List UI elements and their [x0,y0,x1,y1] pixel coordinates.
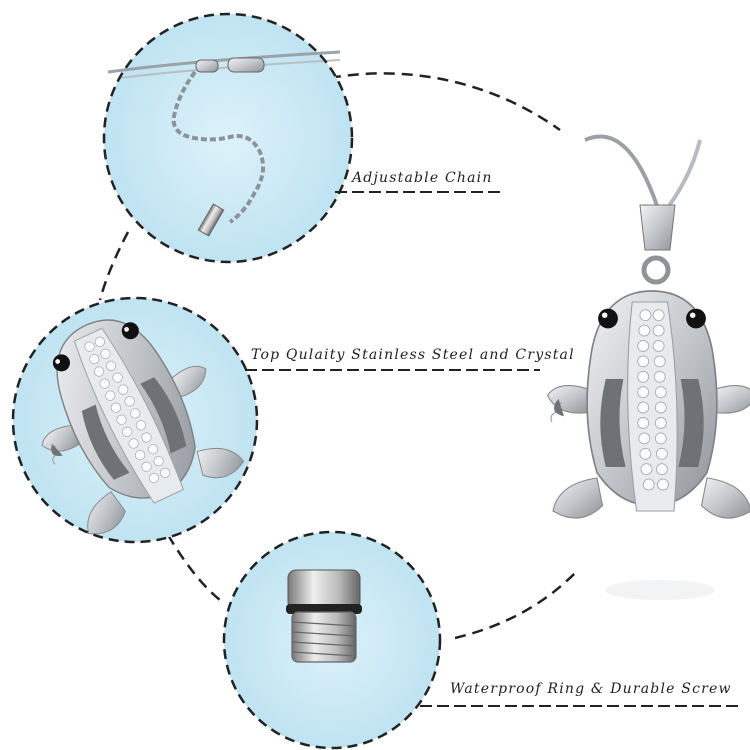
material-label: Top Qulaity Stainless Steel and Crystal [251,347,575,363]
frog-pendant-main-photo [546,134,750,600]
adjustable-chain-label: Adjustable Chain [352,170,493,186]
waterproof-screw-label: Waterproof Ring & Durable Screw [450,681,732,697]
connector-arc-bottom [454,569,579,640]
connector-arc [329,72,561,132]
connector-arc-lower-left [166,534,221,601]
screw-cap-photo [222,530,442,750]
chain-photo [102,12,354,264]
connector-arc-left [98,231,130,301]
frog-pendant-photo [3,286,259,544]
